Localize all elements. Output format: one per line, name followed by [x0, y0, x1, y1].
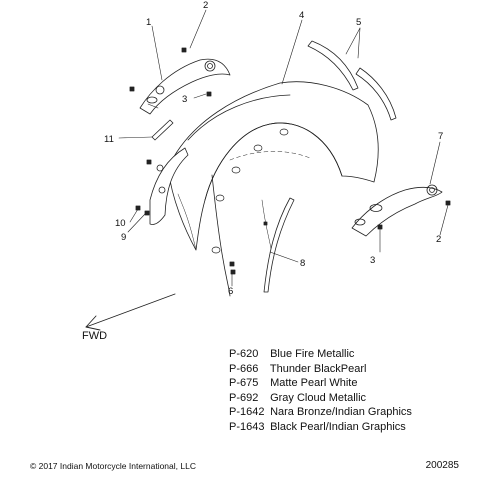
legend-color-name: Black Pearl/Indian Graphics [270, 420, 406, 433]
diagram-number: 200285 [425, 460, 459, 471]
callout-3-lower: 3 [370, 255, 375, 266]
legend-row: P-1642 Nara Bronze/Indian Graphics [229, 405, 412, 420]
beading-strip [263, 197, 295, 293]
legend-code: P-620 [229, 348, 259, 360]
legend-color-name: Gray Cloud Metallic [270, 391, 367, 404]
callout-2-right: 2 [436, 234, 441, 245]
callout-2-top: 2 [203, 0, 208, 11]
trim-pieces [307, 40, 397, 121]
small-strip [151, 119, 174, 141]
callout-11: 11 [104, 134, 114, 145]
legend-code: P-692 [229, 391, 259, 404]
side-panel-left [149, 147, 189, 225]
legend-row: P-620 Blue Fire Metallic [229, 347, 412, 362]
callout-9: 9 [121, 232, 126, 243]
legend-color-name: Thunder BlackPearl [269, 362, 367, 375]
callout-6: 6 [228, 286, 233, 297]
fwd-arrow [85, 293, 176, 331]
callout-10: 10 [115, 218, 126, 229]
callout-7: 7 [438, 131, 443, 142]
legend-code: P-1642 [229, 406, 265, 419]
legend-code: P-675 [229, 377, 259, 390]
hardware [129, 47, 451, 275]
mounting-holes [211, 128, 289, 254]
legend-code: P-1643 [229, 420, 265, 433]
callout-1: 1 [146, 17, 151, 28]
legend-row: P-1643 Black Pearl/Indian Graphics [229, 420, 412, 435]
trim-strip-upper [139, 58, 231, 115]
leader-lines [118, 9, 449, 287]
legend-color-name: Matte Pearl White [270, 377, 358, 390]
callout-labels: 1 2 4 5 3 11 7 10 9 2 8 3 6 FWD [82, 0, 443, 342]
callout-8: 8 [300, 258, 305, 269]
trim-strip-rear [351, 184, 443, 237]
legend-code: P-666 [229, 362, 259, 375]
legend-color-name: Nara Bronze/Indian Graphics [270, 406, 412, 419]
callout-4: 4 [299, 10, 304, 21]
callout-3-upper: 3 [182, 94, 187, 105]
paint-code-legend: P-620 Blue Fire Metallic P-666 Thunder B… [229, 347, 412, 435]
legend-row: P-675 Matte Pearl White [229, 376, 412, 391]
fender-body [167, 81, 379, 297]
legend-color-name: Blue Fire Metallic [270, 348, 355, 360]
callout-5: 5 [356, 17, 361, 28]
legend-row: P-666 Thunder BlackPearl [229, 362, 412, 377]
legend-row: P-692 Gray Cloud Metallic [229, 391, 412, 406]
copyright-notice: © 2017 Indian Motorcycle International, … [30, 461, 196, 471]
fwd-label: FWD [82, 330, 107, 342]
